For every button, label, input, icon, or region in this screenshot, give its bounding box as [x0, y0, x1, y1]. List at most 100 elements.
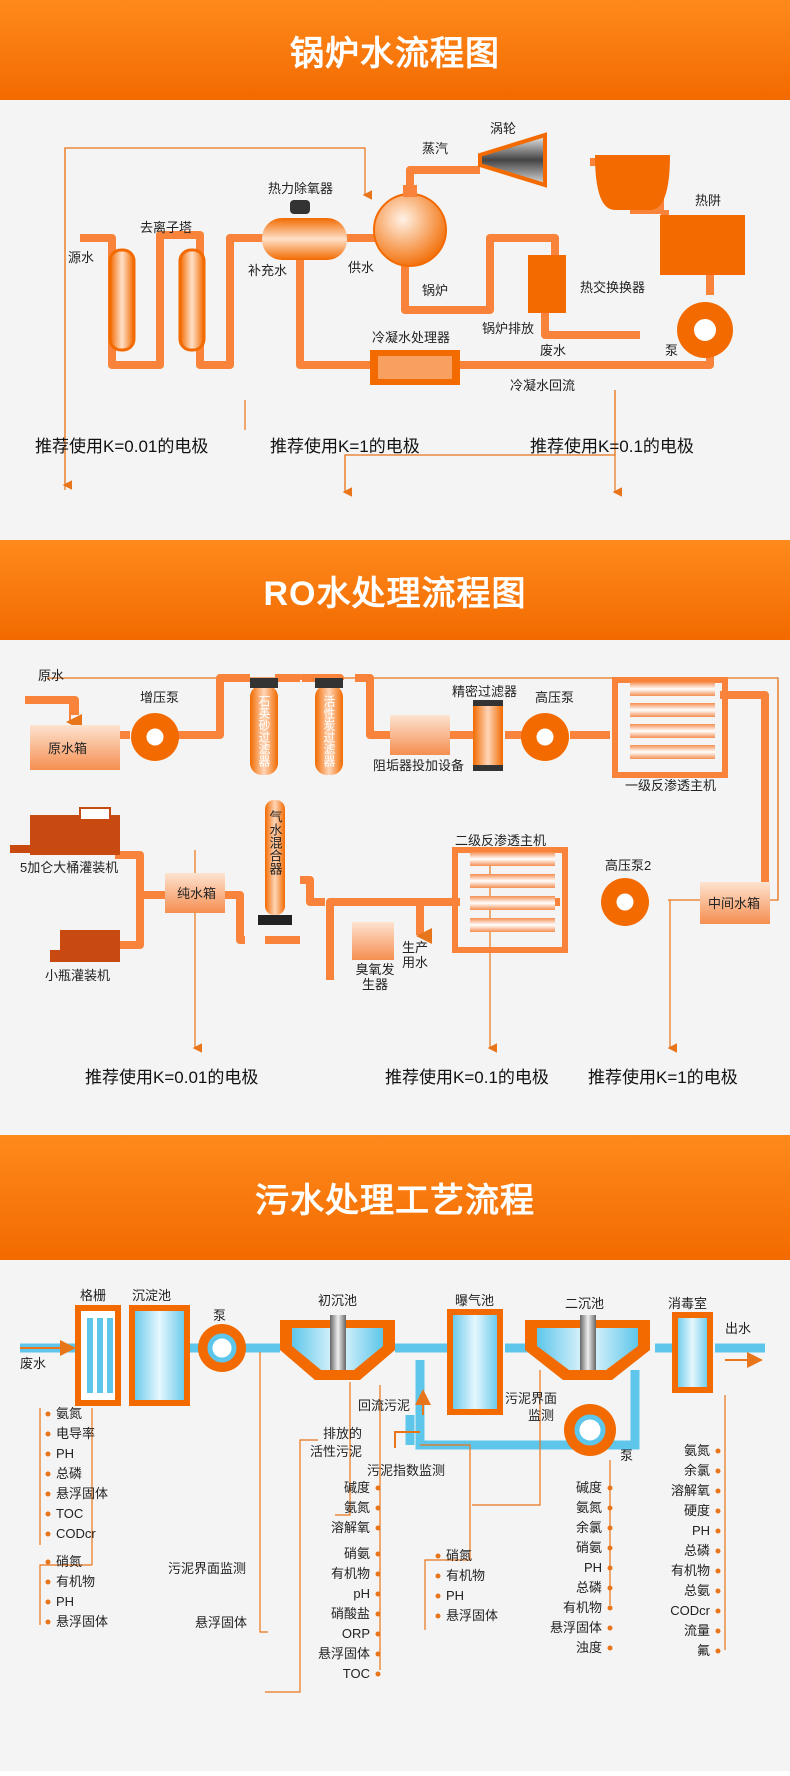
monitor-dot: [45, 1471, 51, 1477]
label-booster: 增压泵: [140, 690, 179, 705]
label-boiler: 锅炉: [422, 283, 448, 298]
mixer-base: [258, 915, 292, 925]
monitor-parameter: CODcr: [56, 1526, 96, 1541]
label-precision: 精密过滤器: [452, 684, 517, 699]
pure-water-tank: [165, 873, 225, 913]
monitor-dot: [375, 1525, 381, 1531]
monitor-parameter: 硝氮: [56, 1554, 82, 1569]
label-discharged-sludge-1: 排放的: [323, 1426, 362, 1441]
boiler-title: 锅炉水流程图: [290, 34, 500, 73]
monitor-parameter: 碱度: [344, 1480, 370, 1495]
precision-filter-top: [473, 700, 503, 706]
monitor-parameter: PH: [56, 1594, 74, 1609]
boiler-rec-3: 推荐使用K=0.1的电极: [530, 436, 694, 456]
grille-bar: [107, 1318, 113, 1393]
monitor-dot: [715, 1608, 721, 1614]
label-ozone-wrap: 臭氧发生器: [355, 962, 394, 992]
boiler-diagram-panel: 蒸汽 涡轮 热阱 热力除氧器 去离子塔 源水 补充水 供水 锅炉 热交换换器 锅…: [0, 100, 790, 540]
label-quartz: 石英砂过滤器: [257, 695, 271, 768]
monitor-parameter: 硝氨: [576, 1540, 602, 1555]
monitor-parameter: 氨氮: [684, 1443, 710, 1458]
ro-diagram: 原水 原水箱 增压泵 阻垢器投加设备 精密过滤器 高压泵 一级反渗透主机 5加仑…: [10, 668, 779, 1087]
monitor-dot: [375, 1485, 381, 1491]
label-inlet: 废水: [20, 1356, 46, 1371]
monitor-parameter: 悬浮固体: [318, 1646, 370, 1661]
boiler-neck: [403, 185, 417, 197]
hotwell-box: [660, 215, 745, 275]
monitor-dot: [607, 1605, 613, 1611]
label-pump: 泵: [665, 343, 678, 358]
monitor-parameter: 硬度: [684, 1503, 710, 1518]
condensate-processor-inner: [378, 356, 452, 379]
label-raw-tank: 原水箱: [48, 741, 87, 756]
monitor-dot: [607, 1505, 613, 1511]
monitor-dot: [715, 1568, 721, 1574]
monitor-parameter: 总氨: [684, 1583, 710, 1598]
ro-diagram-panel: 原水 原水箱 增压泵 阻垢器投加设备 精密过滤器 高压泵 一级反渗透主机 5加仑…: [0, 640, 790, 1135]
return-pump-core: [574, 1414, 606, 1446]
monitor-dot: [375, 1505, 381, 1511]
monitor-parameter: 氟: [697, 1643, 710, 1658]
raw-water-tank: [30, 725, 120, 770]
deaerator-tank: [262, 218, 347, 260]
label-return-sludge: 回流污泥: [358, 1398, 410, 1413]
label-mid-tank: 中间水箱: [708, 896, 760, 911]
monitor-parameter: PH: [584, 1560, 602, 1575]
intermediate-tank: [700, 882, 770, 924]
secondary-clarifier-shaft: [580, 1315, 596, 1370]
monitor-dot: [715, 1628, 721, 1634]
label-ion-tower: 去离子塔: [140, 220, 192, 235]
label-makeup: 补充水: [248, 263, 287, 278]
monitor-parameter: 有机物: [331, 1566, 370, 1581]
label-feed: 供水: [348, 260, 374, 275]
label-sludge-index: 污泥指数监测: [367, 1463, 445, 1478]
monitor-dot: [607, 1545, 613, 1551]
ion-tower-2: [178, 248, 206, 352]
label-primary: 初沉池: [318, 1293, 357, 1308]
monitor-parameter: 余氯: [576, 1520, 602, 1535]
primary-clarifier-shaft: [330, 1315, 346, 1370]
label-sludge-interface-2: 监测: [528, 1408, 554, 1423]
monitor-parameter: 总磷: [56, 1466, 82, 1481]
label-settling: 沉淀池: [132, 1288, 171, 1303]
monitor-parameter: 有机物: [56, 1574, 95, 1589]
monitor-dot: [715, 1468, 721, 1474]
monitor-parameter: 悬浮固体: [446, 1608, 498, 1623]
ro2-membrane: [470, 874, 555, 888]
monitor-dot: [607, 1565, 613, 1571]
monitor-dot: [715, 1548, 721, 1554]
grille-bar: [97, 1318, 103, 1393]
label-pump2: 泵: [620, 1448, 633, 1463]
monitor-dot: [375, 1631, 381, 1637]
turbine: [478, 132, 547, 188]
ro-rec-2: 推荐使用K=0.1的电极: [385, 1067, 549, 1087]
monitor-dot: [45, 1411, 51, 1417]
label-discharged-sludge-2: 活性污泥: [310, 1444, 362, 1459]
label-aeration: 曝气池: [455, 1293, 494, 1308]
monitor-parameter: 硝酸盐: [331, 1606, 370, 1621]
monitor-lines: [39, 1352, 726, 1693]
ion-tower-1: [108, 248, 136, 352]
label-production: 生产用水: [402, 940, 429, 970]
monitor-dot: [45, 1451, 51, 1457]
label-production-wrap: 生产用水: [402, 940, 429, 970]
monitor-parameter: PH: [56, 1446, 74, 1461]
monitor-parameter: 余氯: [684, 1463, 710, 1478]
ro-title: RO水处理流程图: [263, 574, 527, 613]
bottle-filler: [50, 930, 120, 962]
label-pure-tank: 纯水箱: [177, 886, 216, 901]
ro1-membrane: [630, 682, 715, 696]
quartz-filter: [250, 685, 278, 775]
monitor-parameter: 碱度: [576, 1480, 602, 1495]
monitor-dot: [607, 1645, 613, 1651]
ozone-generator: [352, 922, 394, 960]
monitor-dot: [435, 1593, 441, 1599]
monitor-dot: [715, 1588, 721, 1594]
label-mixer: 气水混合器: [268, 809, 283, 876]
sewage-pump-core: [207, 1333, 237, 1363]
monitor-parameter: pH: [353, 1586, 370, 1601]
monitor-parameter: 硝氮: [446, 1548, 472, 1563]
monitor-dot: [715, 1508, 721, 1514]
hp-pump-core: [533, 725, 557, 749]
monitor-parameter: 硝氨: [344, 1546, 370, 1561]
